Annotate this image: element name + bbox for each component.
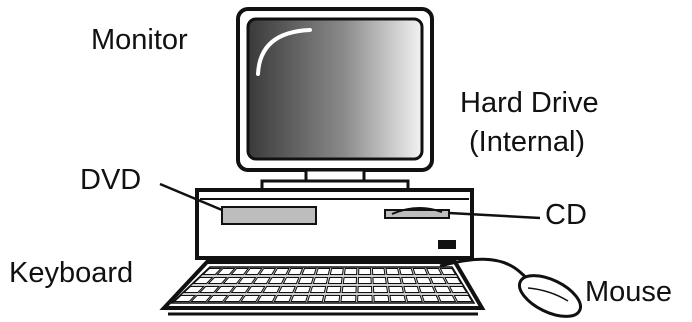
keyboard-key <box>373 287 387 293</box>
keyboard-key <box>450 287 467 293</box>
keyboard-key <box>316 269 329 275</box>
keyboard-key <box>308 296 324 302</box>
keyboard-key <box>313 278 327 284</box>
keyboard-key <box>328 278 342 284</box>
keyboard-key <box>291 296 308 302</box>
computer-case-icon <box>197 190 472 258</box>
keyboard-key <box>359 269 371 275</box>
keyboard-key <box>330 269 343 275</box>
keyboard-key <box>387 278 401 284</box>
dvd-drive-slot <box>222 207 316 224</box>
keyboard-key <box>400 269 414 275</box>
keyboard-key <box>374 296 389 302</box>
keyboard-key <box>402 278 416 284</box>
keyboard-key <box>416 278 431 284</box>
keyboard-key <box>386 269 399 275</box>
keyboard-label: Keyboard <box>9 259 133 288</box>
keyboard-key <box>358 278 371 284</box>
keyboard-key <box>341 296 356 302</box>
keyboard-key <box>390 296 406 302</box>
keyboard-key <box>263 287 280 293</box>
keyboard-key <box>311 287 326 293</box>
keyboard-key <box>454 296 472 302</box>
power-button <box>438 240 456 249</box>
keyboard-key <box>326 287 341 293</box>
keyboard-key <box>274 296 291 302</box>
keyboard-key <box>358 287 372 293</box>
keyboard-key <box>422 296 439 302</box>
keyboard-key <box>434 287 450 293</box>
hard-drive-label: Hard Drive <box>460 89 599 118</box>
cd-label: CD <box>545 201 587 230</box>
keyboard-key <box>404 287 419 293</box>
monitor-label: Monitor <box>91 26 188 55</box>
keyboard-key <box>358 296 373 302</box>
keyboard-key <box>419 287 435 293</box>
keyboard-key <box>413 269 427 275</box>
keyboard-key <box>298 278 313 284</box>
keyboard-key <box>431 278 447 284</box>
keyboard-key <box>372 269 384 275</box>
keyboard-key <box>344 269 356 275</box>
keyboard-key <box>283 278 298 284</box>
keyboard-icon <box>164 262 482 314</box>
keyboard-key <box>343 278 356 284</box>
keyboard-key <box>279 287 295 293</box>
keyboard-key <box>324 296 339 302</box>
keyboard-key <box>427 269 442 275</box>
keyboard-key <box>389 287 404 293</box>
cd-drive-slot <box>385 208 449 218</box>
keyboard-key <box>302 269 316 275</box>
hard-drive-sublabel: (Internal) <box>469 128 585 157</box>
keyboard-key <box>258 296 276 302</box>
keyboard-key <box>342 287 356 293</box>
dvd-label: DVD <box>80 166 141 195</box>
keyboard-key <box>295 287 311 293</box>
keyboard-key <box>373 278 386 284</box>
keyboard-key <box>288 269 303 275</box>
keyboard-key <box>406 296 422 302</box>
monitor-icon <box>238 9 432 190</box>
mouse-label: Mouse <box>585 278 672 307</box>
keyboard-key <box>438 296 455 302</box>
